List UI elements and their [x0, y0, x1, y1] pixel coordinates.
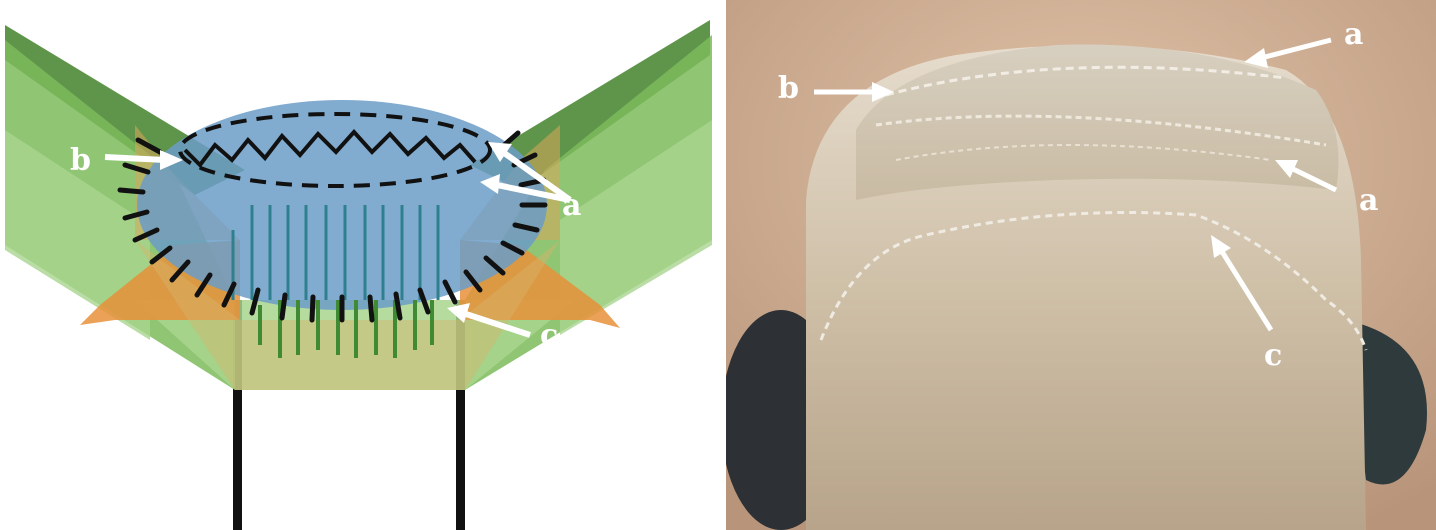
diagram-label-c: c	[540, 318, 558, 353]
photo-svg: b a a c	[726, 0, 1436, 530]
photo-label-c: c	[1264, 338, 1282, 373]
photo-label-b: b	[778, 71, 799, 106]
diagram-label-a: a	[562, 188, 581, 223]
blue-disc	[137, 100, 547, 310]
diagram-label-b: b	[70, 143, 91, 178]
photo-panel: b a a c	[726, 0, 1436, 530]
photo-label-a-top: a	[1344, 17, 1363, 52]
diagram-svg: b a c	[0, 0, 718, 530]
diagram-panel: b a c	[0, 0, 718, 530]
photo-label-a-right: a	[1359, 183, 1378, 218]
